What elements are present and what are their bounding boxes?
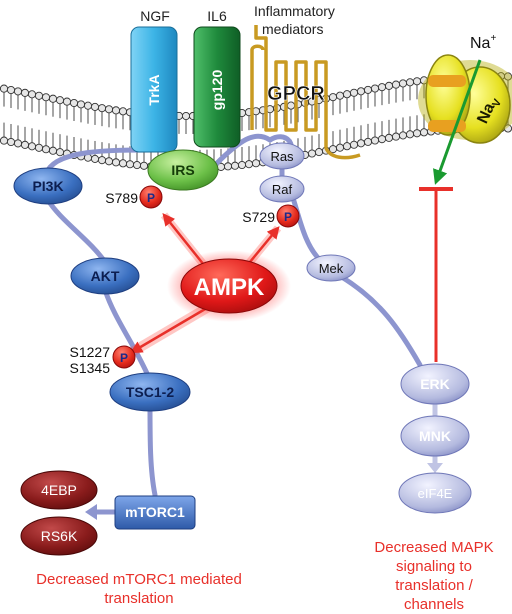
ampk-node (180, 258, 278, 314)
s729-label: S729 (242, 209, 275, 225)
s1227-label: S1227 (70, 344, 111, 360)
mnk-label: MNK (419, 428, 451, 444)
rs6k-label: RS6K (41, 528, 78, 544)
line-raf-mek (290, 195, 323, 263)
line-pi3k-akt (45, 197, 108, 265)
phospho-s789-p: P (147, 191, 155, 205)
phospho-s789 (139, 185, 163, 209)
phospho-s1227-p: P (120, 351, 128, 365)
sodium-influx-arrow (433, 59, 482, 185)
gp120-receptor (193, 26, 241, 148)
mek-label: Mek (319, 261, 344, 276)
eif4e-label: eIF4E (418, 486, 453, 501)
phospho-s729 (276, 204, 300, 228)
ngf-label: NGF (140, 8, 170, 24)
caption-right-line1: Decreased MAPK (374, 539, 493, 556)
akt-label: AKT (91, 268, 120, 284)
tsc-node (109, 372, 191, 412)
phospho-s729-p: P (284, 210, 292, 224)
ampk-label: AMPK (194, 274, 265, 301)
line-akt-tsc (102, 287, 153, 383)
rs6k-node (20, 516, 98, 556)
gpcr-label: GPCR (267, 83, 325, 105)
erk-node (400, 363, 470, 405)
phospho-s1227 (112, 345, 136, 369)
line-mek-erk (337, 273, 423, 368)
raf-node (259, 175, 305, 203)
inflammatory-label-2: mediators (262, 21, 323, 37)
pi3k-node (13, 167, 83, 205)
line-tsc-mtorc1 (147, 402, 158, 498)
trka-label: TrkA (146, 74, 162, 105)
il6-label: IL6 (207, 8, 227, 24)
4ebp-node (20, 470, 98, 510)
s789-label: S789 (105, 190, 138, 206)
mnk-node (400, 415, 470, 457)
ras-node (259, 142, 305, 170)
caption-left-line2: translation (104, 590, 173, 607)
mtorc1-node (114, 495, 196, 530)
4ebp-label: 4EBP (41, 482, 77, 498)
pi3k-label: PI3K (32, 178, 63, 194)
erk-label: ERK (420, 376, 450, 392)
gp120-label: gp120 (209, 70, 225, 111)
inflammatory-label-1: Inflammatory (254, 3, 335, 19)
arrow-mnk-eif4e-head (427, 463, 443, 473)
mek-node (306, 254, 356, 282)
s1345-label: S1345 (70, 360, 111, 376)
ras-label: Ras (270, 149, 294, 164)
caption-right-line2: signaling to (396, 558, 472, 575)
raf-label: Raf (272, 182, 293, 197)
arrow-mtorc1-head (85, 504, 97, 520)
irs-node (147, 149, 219, 191)
caption-right-line3: translation / (395, 577, 473, 594)
trka-receptor (130, 26, 178, 153)
mtorc1-label: mTORC1 (125, 504, 185, 520)
caption-right-line4: channels (404, 596, 464, 613)
caption-left-line1: Decreased mTORC1 mediated (36, 571, 242, 588)
eif4e-node (398, 472, 472, 514)
akt-node (70, 257, 140, 295)
gpcr-receptor (254, 25, 361, 160)
sodium-ion-label: Na+ (470, 33, 496, 52)
irs-label: IRS (171, 162, 194, 178)
tsc-label: TSC1-2 (126, 384, 174, 400)
